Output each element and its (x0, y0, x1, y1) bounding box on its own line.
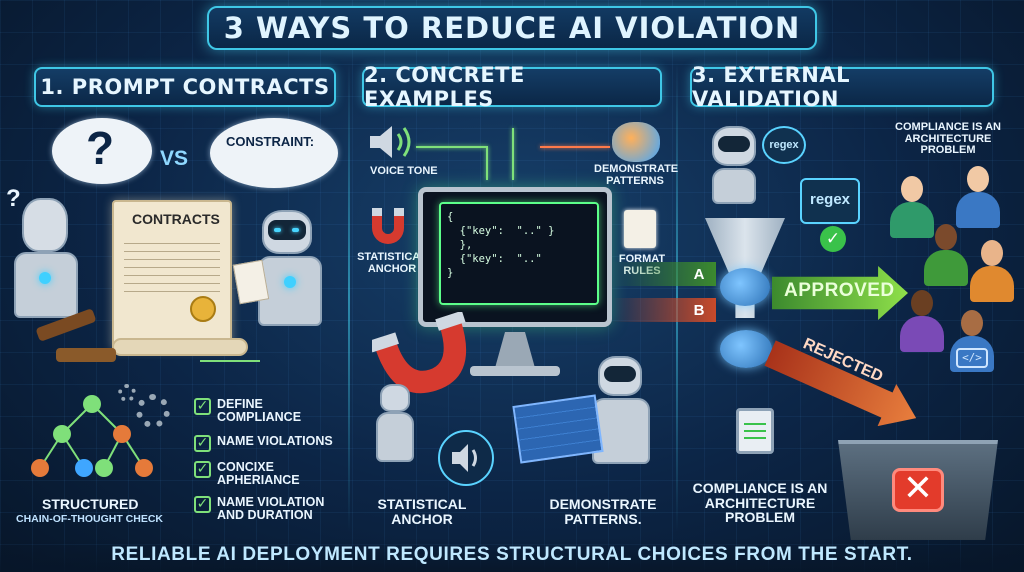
page-title: 3 WAYS TO REDUCE AI VIOLATION (223, 11, 801, 45)
path-b-arrow: B (612, 298, 716, 322)
format-rules-doc-icon (624, 210, 656, 248)
arrow (416, 146, 486, 148)
small-robot-body (376, 412, 414, 462)
chain-of-thought-label: CHAIN-OF-THOUGHT CHECK (16, 513, 163, 525)
checklist-item: ✓ NAME VIOLATIONS (194, 434, 344, 452)
chain-of-thought-tree (31, 395, 153, 477)
gavel-block (56, 348, 116, 362)
arrow (540, 146, 610, 148)
seal-icon (190, 296, 216, 322)
thinking-robot-head (22, 198, 68, 252)
connector-line (200, 360, 260, 362)
person-avatar (956, 166, 1000, 228)
robot-visor (268, 220, 306, 240)
check-icon: ✓ (194, 435, 211, 452)
validator-robot-body (712, 168, 756, 204)
check-circle-icon: ✓ (820, 226, 846, 252)
robot-visor (604, 366, 636, 382)
constraint-label: CONSTRAINT: (226, 134, 315, 149)
magnifier-regex-icon: regex (762, 126, 806, 164)
brain-icon (720, 330, 772, 368)
check-icon: ✓ (194, 398, 211, 415)
gear-icon (136, 394, 170, 428)
contracts-title: CONTRACTS (132, 211, 220, 227)
vs-label: VS (160, 147, 189, 170)
column-header-concrete-examples: 2. CONCRETE EXAMPLES (362, 63, 662, 111)
title-banner: 3 WAYS TO REDUCE AI VIOLATION (207, 6, 817, 50)
speaker-circle-icon (438, 430, 494, 486)
monitor-base (470, 366, 560, 376)
small-question-mark-icon: ? (6, 185, 21, 212)
checklist-item: ✓ NAME VIOLATION AND DURATION (194, 495, 344, 522)
footer-tagline: RELIABLE AI DEPLOYMENT REQUIRES STRUCTUR… (0, 538, 1024, 572)
regex-box: regex (800, 178, 860, 224)
path-a-arrow: A (612, 262, 716, 286)
magnet-icon (372, 208, 404, 244)
column-divider (348, 62, 350, 532)
robot-eye (292, 228, 299, 232)
statistical-anchor-top-label: STATISTICAL ANCHOR (357, 251, 427, 275)
clipboard-checks (744, 418, 766, 444)
small-gear-icon (118, 384, 136, 402)
arrow (486, 146, 488, 180)
robot-core-icon (284, 276, 296, 288)
arrow (512, 128, 514, 180)
path-a-label: A (693, 265, 705, 283)
robot-eye (274, 228, 281, 232)
robot-visor (718, 136, 750, 152)
checklist-item: ✓ DEFINE COMPLIANCE (194, 397, 344, 424)
thought-bubble (52, 118, 152, 184)
checklist-item: ✓ CONCIXE APHERIANCE (194, 460, 344, 487)
brain-icon (612, 122, 660, 162)
compliance-bottom-label: COMPLIANCE IS AN ARCHITECTURE PROBLEM (692, 480, 828, 526)
person-avatar (970, 240, 1014, 302)
check-icon: ✓ (194, 461, 211, 478)
close-icon: ✕ (892, 468, 944, 512)
path-b-label: B (693, 301, 705, 319)
demonstrate-patterns-bottom-label: DEMONSTRATE PATTERNS. (549, 496, 657, 527)
large-magnet-icon (372, 312, 467, 394)
code-editor: { {"key": ".." } }, {"key": ".." } (439, 202, 599, 305)
check-icon: ✓ (194, 496, 211, 513)
scroll-roll (112, 338, 248, 356)
approved-label: APPROVED (784, 280, 895, 301)
speaker-icon (370, 126, 411, 158)
constraint-bubble (210, 118, 338, 188)
column-header-prompt-contracts: 1. PROMPT CONTRACTS (34, 67, 336, 107)
robot-core-icon (39, 272, 51, 284)
compliance-top-label: COMPLIANCE IS AN ARCHITECTURE PROBLEM (895, 121, 1001, 157)
person-avatar (924, 224, 968, 286)
person-avatar (890, 176, 934, 238)
demonstrate-patterns-top-label: DEMONSTRATE PATTERNS (594, 163, 679, 187)
column-header-external-validation: 3. EXTERNAL VALIDATION (690, 63, 994, 111)
question-mark-icon: ? (86, 122, 115, 174)
contract-text-lines (124, 236, 220, 296)
brain-icon (720, 268, 770, 306)
thinking-robot-body (14, 252, 78, 318)
small-robot-head (380, 384, 410, 412)
voice-tone-label: VOICE TONE (370, 165, 438, 177)
statistical-anchor-bottom-label: STATISTICAL ANCHOR (377, 496, 467, 527)
code-monitor: { {"key": ".." } }, {"key": ".." } (418, 187, 612, 327)
code-badge-icon: </> (956, 348, 988, 368)
column-divider (676, 62, 678, 532)
structured-label: STRUCTURED (42, 496, 139, 512)
blueprint-icon (512, 394, 604, 464)
person-avatar (900, 290, 944, 352)
